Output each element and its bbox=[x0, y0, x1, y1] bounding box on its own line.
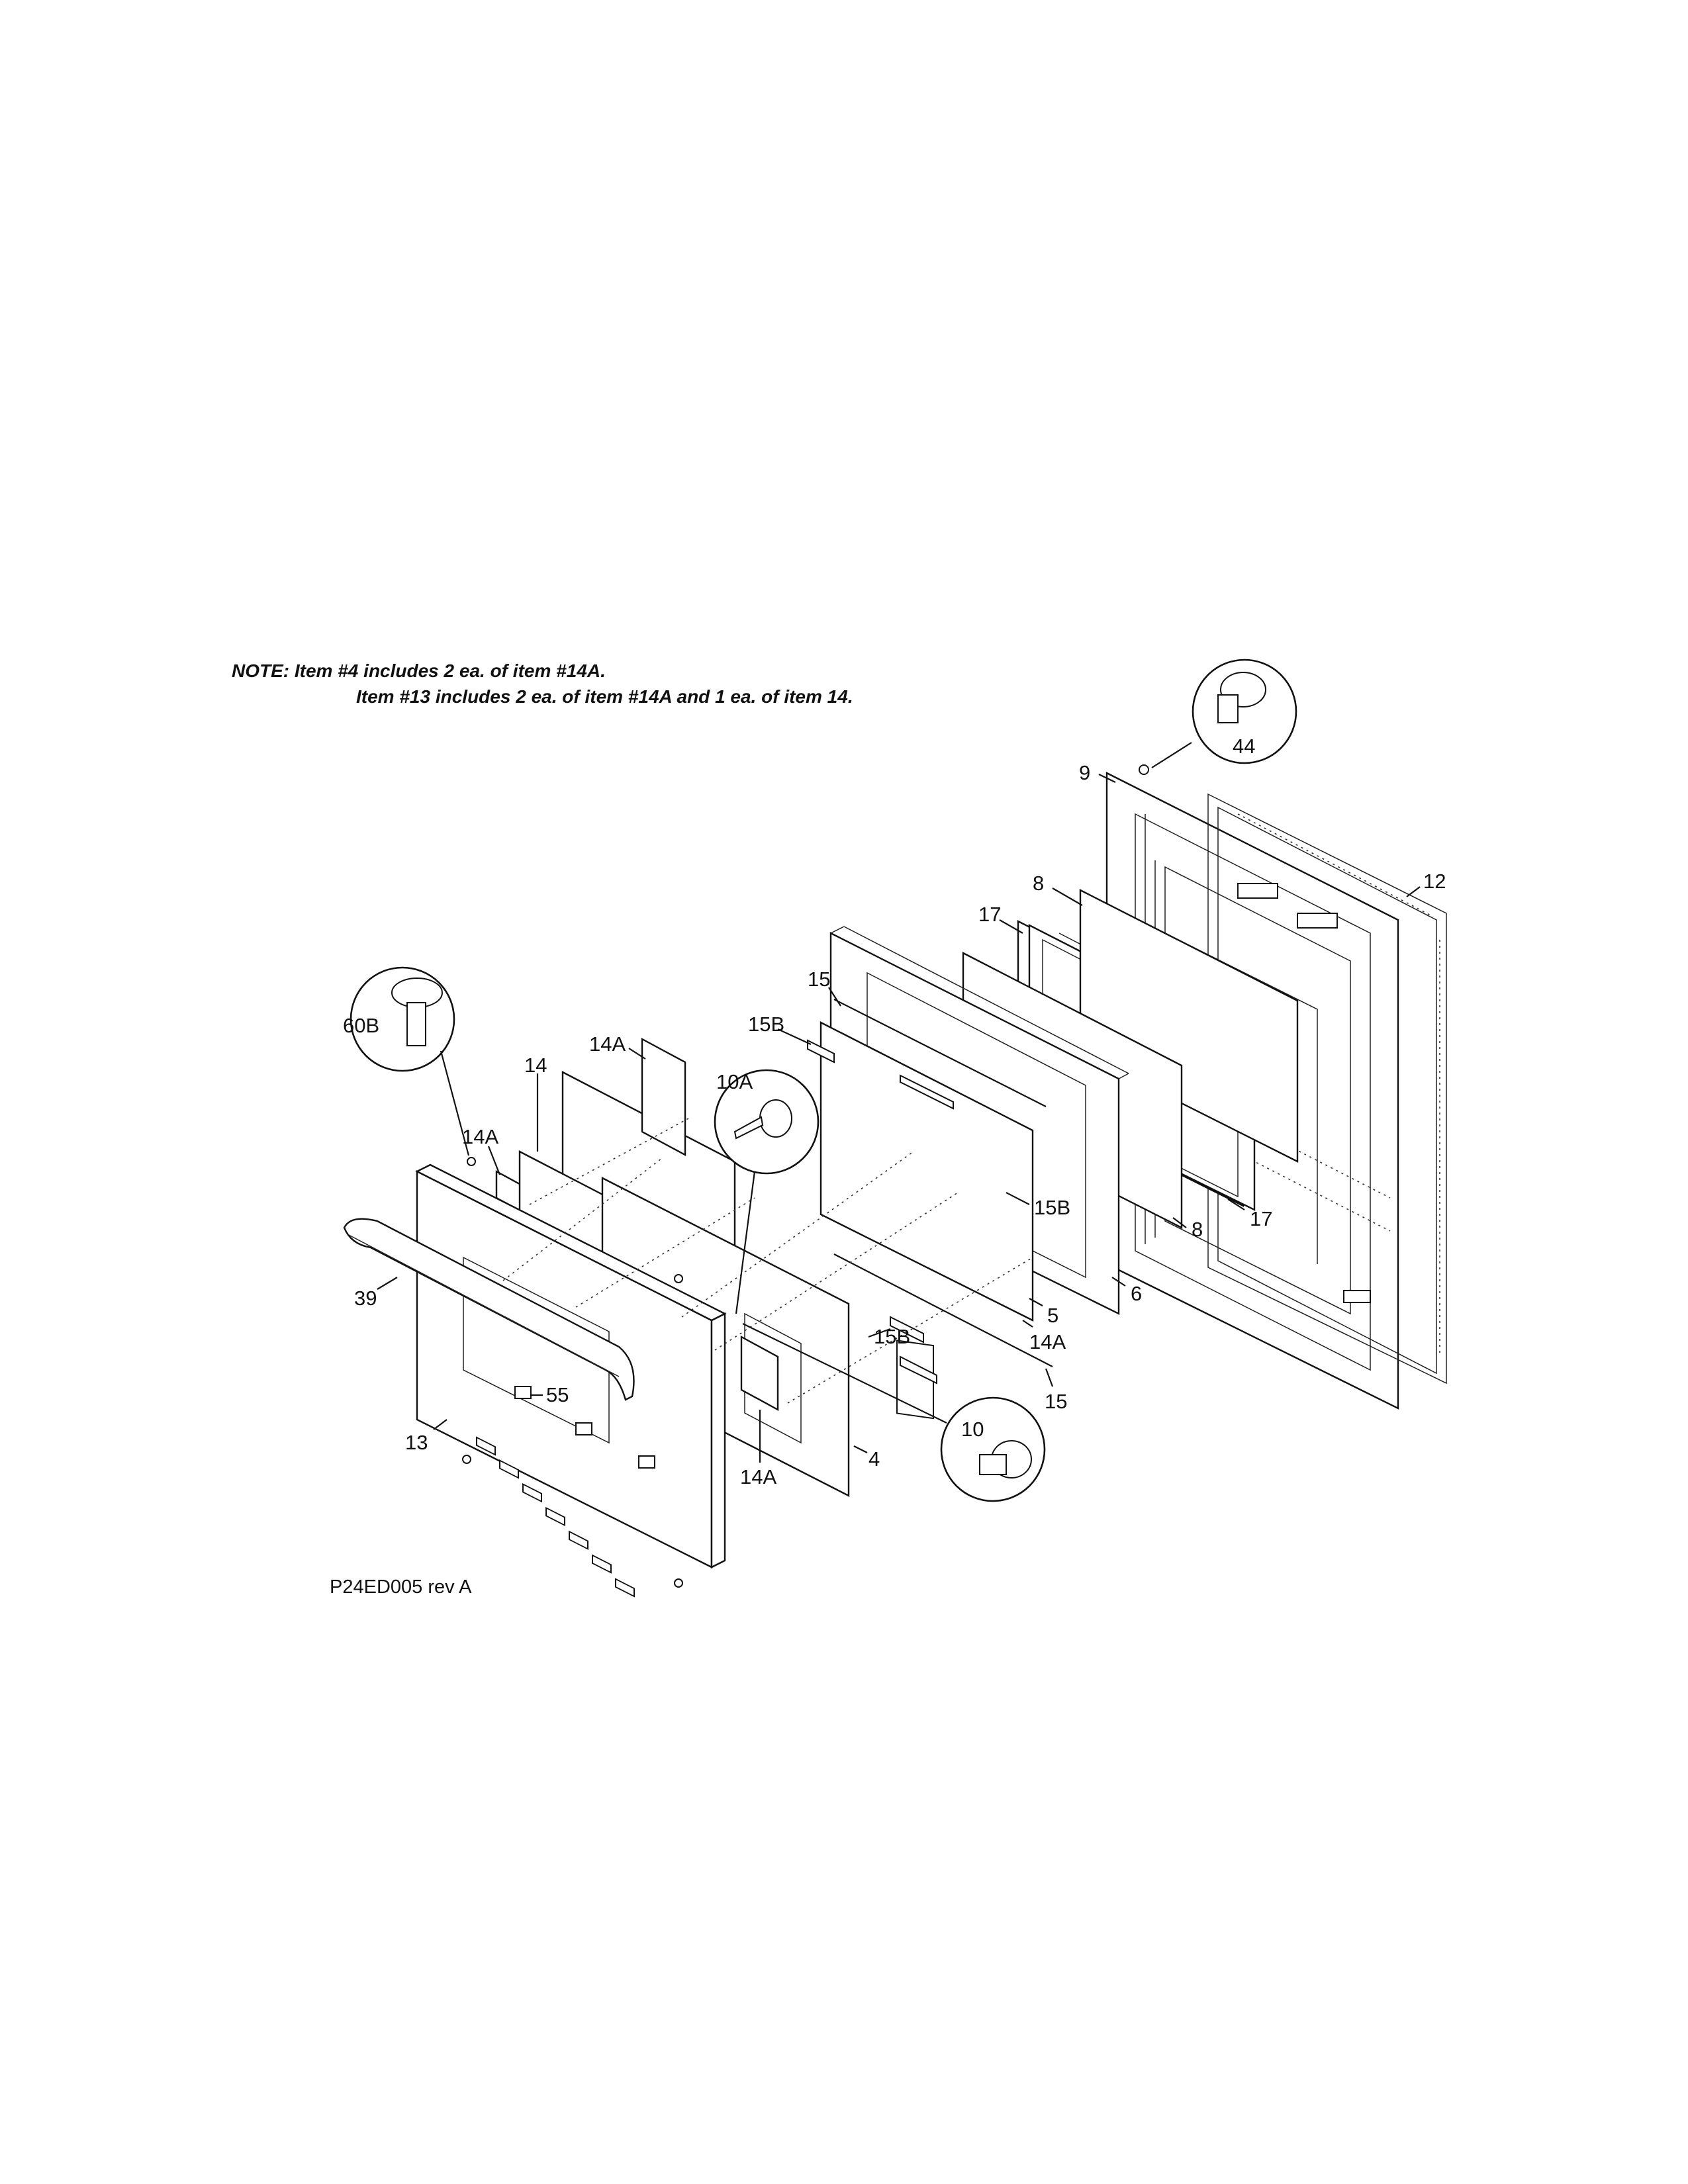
insulation-part-14A-front bbox=[740, 1335, 779, 1412]
note-line-1: NOTE: Item #4 includes 2 ea. of item #14… bbox=[232, 660, 606, 681]
callout-15-top: 15 bbox=[808, 968, 830, 991]
callout-4: 4 bbox=[868, 1447, 880, 1471]
outer-door-part-13 bbox=[415, 1163, 727, 1598]
insulation-part-14A-top bbox=[641, 1037, 686, 1157]
callout-5: 5 bbox=[1047, 1304, 1058, 1327]
callout-14: 14 bbox=[524, 1054, 547, 1077]
callout-39: 39 bbox=[354, 1287, 377, 1310]
alignment-lines bbox=[502, 1118, 1033, 1404]
callout-6: 6 bbox=[1131, 1282, 1142, 1305]
door-handle-part-39 bbox=[343, 1218, 635, 1401]
callout-14A-left: 14A bbox=[462, 1125, 498, 1148]
callout-8-top: 8 bbox=[1033, 872, 1044, 895]
note-line-2: Item #13 includes 2 ea. of item #14A and… bbox=[356, 686, 853, 707]
callout-60B: 60B bbox=[343, 1014, 379, 1037]
callout-14A-right: 14A bbox=[1029, 1330, 1066, 1353]
control-buttons-row bbox=[476, 1436, 635, 1598]
rail-part-15-top bbox=[833, 999, 1047, 1107]
callout-44: 44 bbox=[1233, 735, 1255, 758]
detail-circle-10: 10 bbox=[742, 1323, 1046, 1502]
part-55-bumper bbox=[514, 1386, 532, 1399]
callout-14A-top: 14A bbox=[589, 1032, 626, 1056]
callout-15B-bottom: 15B bbox=[874, 1325, 910, 1348]
detail-circle-10A: 10A bbox=[714, 1069, 820, 1314]
detail-circle-60B: 60B bbox=[343, 966, 470, 1156]
callout-15B-top: 15B bbox=[748, 1013, 784, 1036]
callout-9: 9 bbox=[1079, 761, 1090, 784]
rail-part-15-bottom bbox=[833, 1253, 1053, 1367]
callout-10: 10 bbox=[961, 1418, 984, 1441]
callout-14A-bottom: 14A bbox=[740, 1465, 776, 1488]
glass-panel-part-8-rear bbox=[1079, 889, 1299, 1163]
drawing-code: P24ED005 rev A bbox=[330, 1576, 472, 1598]
callout-8-bottom: 8 bbox=[1192, 1218, 1203, 1241]
callout-12: 12 bbox=[1423, 870, 1446, 893]
callout-15-bottom: 15 bbox=[1045, 1390, 1067, 1413]
callout-17-bottom: 17 bbox=[1250, 1207, 1272, 1230]
detail-circle-44: 44 bbox=[1151, 659, 1297, 768]
callout-15B-mid: 15B bbox=[1034, 1196, 1070, 1219]
callout-10A: 10A bbox=[716, 1070, 753, 1093]
screws bbox=[462, 764, 1149, 1588]
callout-55: 55 bbox=[546, 1383, 569, 1406]
callout-17-top: 17 bbox=[978, 903, 1001, 926]
clips-part-15B bbox=[807, 1039, 954, 1385]
callout-13: 13 bbox=[405, 1431, 428, 1454]
